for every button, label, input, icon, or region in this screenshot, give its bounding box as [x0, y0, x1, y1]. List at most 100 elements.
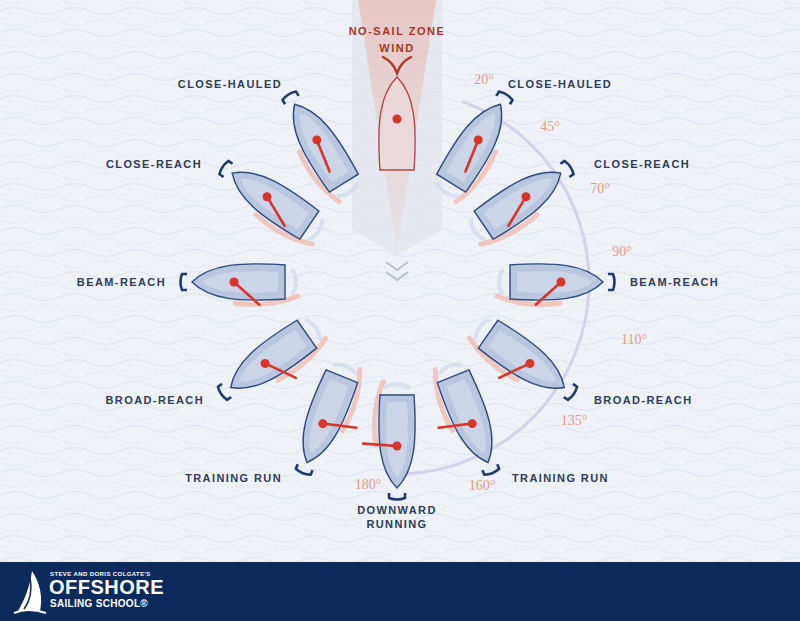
- point-of-sail-label: TRAINING RUN: [512, 471, 609, 485]
- point-of-sail-label: CLOSE-HAULED: [508, 77, 612, 91]
- deck: [446, 379, 495, 458]
- deck: [202, 271, 278, 293]
- boom: [312, 140, 335, 172]
- bow-bracket: [181, 274, 188, 290]
- wind-label: WIND: [379, 41, 414, 55]
- angle-label: 160°: [469, 479, 496, 493]
- sailboat: [210, 152, 330, 251]
- bow-bracket: [560, 160, 574, 177]
- angle-label: 45°: [540, 120, 560, 134]
- deck: [301, 379, 350, 458]
- bow-bracket: [496, 90, 513, 104]
- deck: [483, 170, 558, 230]
- logo-name: OFFSHORE: [49, 577, 164, 597]
- logo-band: STEVE AND DORIS COLGATE'SOFFSHORESAILING…: [0, 562, 800, 621]
- mast: [557, 278, 566, 287]
- mast: [317, 418, 329, 430]
- deck: [291, 107, 350, 183]
- boom: [363, 444, 397, 446]
- point-of-sail-label: TRAINING RUN: [185, 471, 282, 485]
- bow-bracket: [389, 493, 405, 500]
- no-sail-cone: [358, 0, 436, 252]
- mast: [520, 190, 532, 202]
- wind-arrow: [383, 57, 411, 73]
- mast: [393, 442, 402, 451]
- hull: [279, 95, 359, 193]
- boats: [181, 77, 615, 500]
- boom: [460, 140, 483, 172]
- boom: [499, 354, 530, 388]
- point-of-sail-label: BEAM-REACH: [630, 275, 719, 289]
- hull: [474, 158, 571, 240]
- hull: [436, 369, 504, 469]
- stern-wash: [292, 269, 296, 295]
- hull: [478, 319, 575, 402]
- logo-sail-icon: [10, 567, 50, 617]
- mast: [393, 115, 402, 124]
- mast: [261, 190, 273, 202]
- wave-texture: [0, 0, 800, 562]
- logo-text: SAILING SCHOOL®: [50, 599, 148, 609]
- mast: [259, 357, 272, 370]
- hull: [379, 395, 415, 488]
- water-ground: [0, 0, 800, 562]
- hull: [379, 77, 415, 170]
- sailboat: [181, 264, 299, 305]
- point-of-sail-label: BEAM-REACH: [77, 275, 166, 289]
- stern-wash: [437, 361, 463, 374]
- point-of-sail-label: CLOSE-REACH: [594, 157, 690, 171]
- bow-bracket: [282, 90, 299, 104]
- deck: [386, 402, 408, 478]
- hull: [436, 95, 516, 193]
- bow-bracket: [564, 384, 579, 401]
- footer-band: [0, 562, 800, 621]
- boom: [234, 282, 259, 305]
- bow-bracket: [218, 160, 232, 177]
- stern-wash: [332, 361, 358, 374]
- angle-label: 20°: [474, 73, 494, 87]
- mast: [230, 278, 239, 287]
- mast: [472, 134, 484, 146]
- mast: [466, 418, 478, 430]
- bow-bracket: [217, 384, 232, 401]
- point-of-sail-label: CLOSE-REACH: [106, 157, 202, 171]
- mast: [524, 357, 537, 370]
- deck: [517, 271, 593, 293]
- bow-bracket: [482, 464, 499, 476]
- no-sail-band: [352, 0, 442, 255]
- hull: [222, 158, 319, 240]
- wind-label: NO-SAIL ZONE: [349, 24, 446, 38]
- deck: [234, 170, 309, 230]
- boom: [265, 354, 296, 388]
- angle-label: 110°: [621, 333, 647, 347]
- deck: [488, 329, 563, 390]
- sailboat: [497, 264, 615, 305]
- hull: [192, 264, 285, 300]
- bow-bracket: [295, 464, 312, 476]
- deck: [446, 107, 505, 183]
- boom: [323, 415, 357, 435]
- angle-label: 90°: [612, 245, 632, 259]
- mast: [311, 134, 323, 146]
- boom: [536, 282, 561, 305]
- sailboat: [286, 357, 377, 485]
- point-of-sail-label: BROAD-REACH: [594, 393, 693, 407]
- angle-label: 70°: [590, 182, 610, 196]
- hull: [510, 264, 603, 300]
- boom: [500, 197, 534, 226]
- wind-chevrons: [386, 262, 408, 280]
- hull: [290, 369, 358, 469]
- angle-label: 180°: [355, 478, 382, 492]
- sailboat: [418, 357, 509, 485]
- point-of-sail-label: BROAD-REACH: [105, 393, 204, 407]
- stern-wash: [499, 269, 503, 295]
- bow-bracket: [608, 274, 615, 290]
- stern-wash: [384, 384, 410, 388]
- boom: [259, 197, 293, 226]
- sailboat: [463, 152, 583, 251]
- sailboat: [379, 77, 415, 170]
- hull: [220, 319, 317, 402]
- point-of-sail-label: CLOSE-HAULED: [178, 77, 282, 91]
- angle-label: 135°: [561, 414, 588, 428]
